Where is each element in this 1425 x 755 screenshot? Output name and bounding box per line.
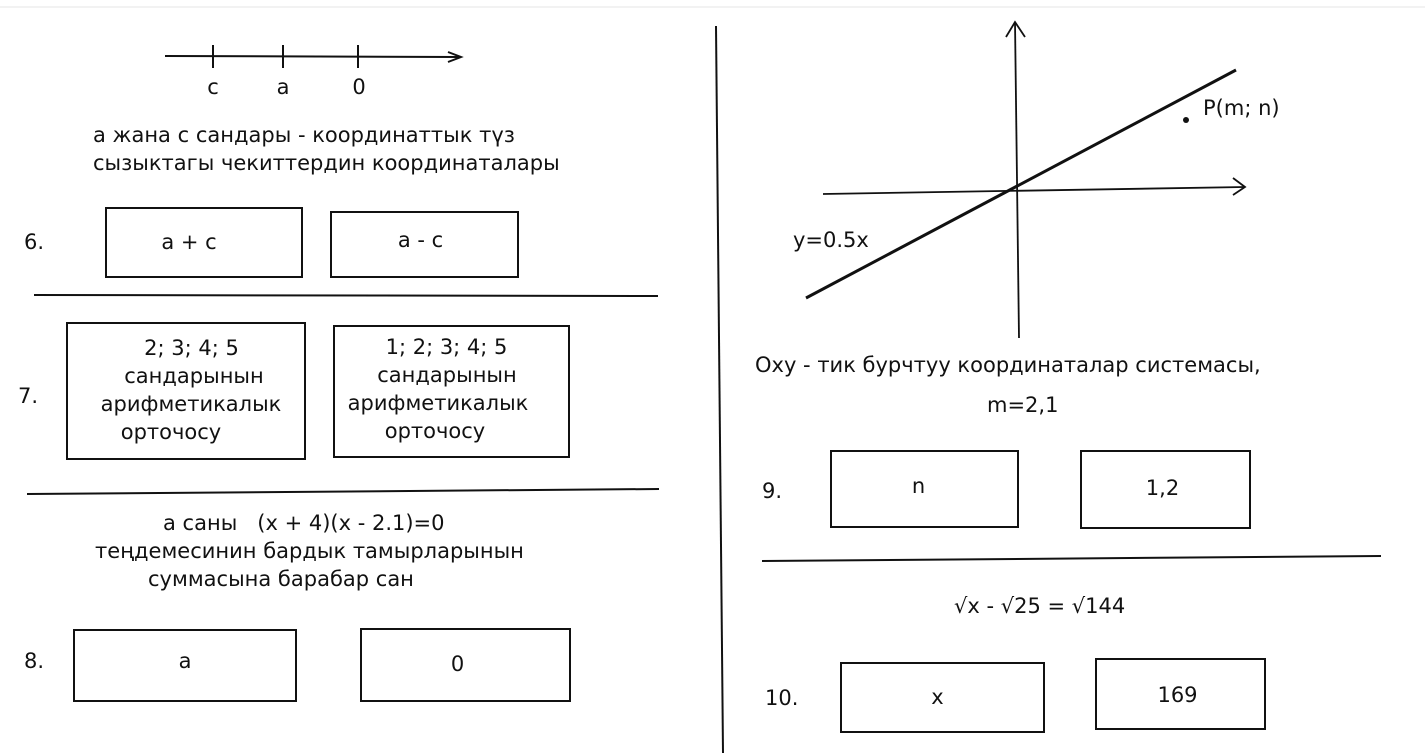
q7-option-a-line-2: сандарынын: [124, 364, 264, 388]
q10-number: 10.: [765, 686, 799, 710]
q7-option-a-line-4: орточосу: [120, 420, 222, 444]
q6-option-a-text: a + c: [161, 230, 217, 254]
q9-option-b-box[interactable]: 1,2: [1080, 450, 1251, 529]
q10-option-a-text: x: [931, 685, 944, 709]
q7-number: 7.: [18, 384, 39, 408]
q10-option-b-box[interactable]: 169: [1095, 658, 1266, 730]
q8-option-a-text: a: [178, 649, 192, 673]
q6-option-b-text: a - c: [397, 228, 444, 252]
number-line-label-zero: 0: [352, 75, 366, 99]
number-line-label-a: a: [276, 75, 290, 99]
q6-number: 6.: [24, 230, 45, 254]
column-divider: [715, 25, 724, 754]
graph-line-label: y=0.5x: [793, 228, 869, 252]
q7-option-b-box[interactable]: 1; 2; 3; 4; 5 сандарынын арифметикалык о…: [333, 325, 570, 458]
right-statement-line-2: m=2,1: [987, 393, 1059, 417]
y-axis: [1014, 21, 1020, 339]
y-axis-arrowhead: [1005, 20, 1026, 38]
coordinate-system: [805, 20, 1247, 339]
q7-option-a-line-1: 2; 3; 4; 5: [144, 336, 239, 360]
q10-statement: √x - √25 = √144: [954, 594, 1126, 618]
q7-option-a-box[interactable]: 2; 3; 4; 5 сандарынын арифметикалык орто…: [66, 322, 306, 460]
q9-option-a-box[interactable]: n: [830, 450, 1019, 528]
q9-option-a-text: n: [911, 474, 926, 498]
q8-number: 8.: [24, 649, 45, 673]
q8-option-a-box[interactable]: a: [73, 629, 297, 702]
q6-option-a-box[interactable]: a + c: [105, 207, 303, 278]
graph-line-y-0-5x: [805, 68, 1237, 300]
q8-option-b-box[interactable]: 0: [360, 628, 571, 702]
right-statement-line-1: Oxy - тик бурчтуу координаталар системас…: [755, 353, 1261, 377]
q7-option-b-line-2: сандарынын: [377, 363, 517, 387]
q6-option-b-box[interactable]: a - c: [330, 211, 519, 278]
x-axis-arrowhead: [1232, 177, 1247, 196]
separator-q7: [26, 488, 660, 495]
q7-option-a-line-3: арифметикалык: [100, 392, 282, 416]
q8-option-b-text: 0: [450, 652, 465, 676]
separator-q9: [761, 555, 1382, 562]
x-axis: [822, 186, 1246, 195]
point-p: [1183, 117, 1189, 123]
q7-option-b-line-4: орточосу: [384, 419, 486, 443]
q8-statement-line-2: теңдемесинин бардык тамырларынын: [95, 539, 524, 563]
separator-q6: [33, 294, 659, 297]
left-statement-line-1: a жана с сандары - координаттык түз: [93, 123, 515, 147]
q8-statement-line-1: а саны (x + 4)(x - 2.1)=0: [163, 511, 445, 535]
left-statement-line-2: сызыктагы чекиттердин координаталары: [93, 151, 560, 175]
q7-option-b-line-1: 1; 2; 3; 4; 5: [385, 335, 508, 359]
q9-number: 9.: [762, 479, 783, 503]
point-p-label: P(m; n): [1203, 96, 1280, 120]
number-line-axis: [164, 55, 461, 58]
q7-option-b-line-3: арифметикалык: [347, 391, 529, 415]
number-line: [164, 45, 464, 68]
number-line-label-c: c: [207, 75, 219, 99]
q10-option-a-box[interactable]: x: [840, 662, 1045, 733]
q8-statement-line-3: суммасына барабар сан: [148, 567, 414, 591]
q9-option-b-text: 1,2: [1145, 476, 1180, 500]
q10-option-b-text: 169: [1157, 683, 1198, 707]
number-line-arrowhead: [447, 51, 464, 63]
